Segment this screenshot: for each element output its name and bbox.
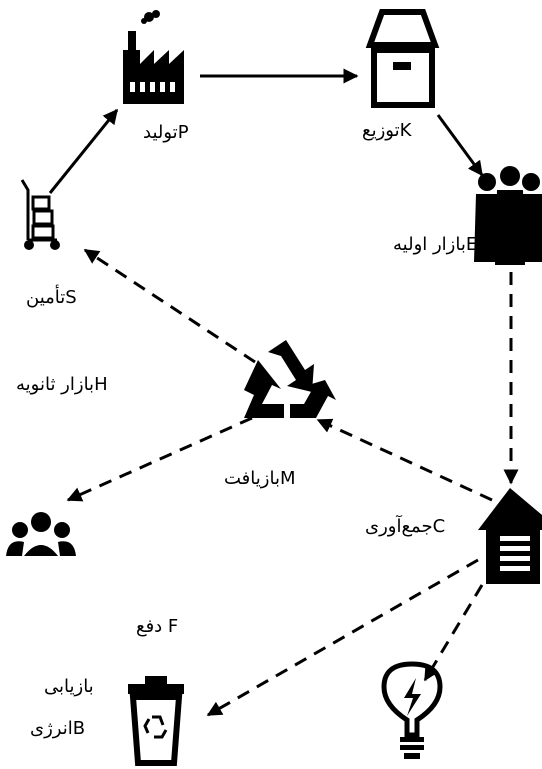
arrow-recycling-to-supply — [83, 248, 256, 364]
people-crowd-icon — [474, 166, 542, 265]
arrow-supply-to-production — [48, 108, 119, 194]
label-recycling: بازیافتM — [224, 468, 296, 489]
arrow-distribution-to-market — [436, 114, 484, 177]
box-icon — [365, 9, 440, 108]
hand-truck-icon — [20, 179, 60, 250]
arrow-collection-to-recycling — [316, 418, 493, 502]
label-collection: جمع‌آوریC — [365, 516, 446, 537]
label-disposal: دفع F — [136, 616, 179, 637]
trash-bin-icon — [128, 676, 184, 766]
factory-icon — [123, 10, 184, 104]
group-icon — [6, 512, 76, 556]
label-secondary-market: بازار ثانویهH — [16, 374, 108, 395]
label-energy-recovery-line2: انرژیB — [30, 718, 86, 739]
arrow-collection-to-disposal — [206, 558, 479, 717]
warehouse-icon — [478, 488, 542, 584]
arrow-collection-to-energy — [423, 584, 484, 682]
recycle-icon — [244, 340, 336, 418]
label-energy-recovery-line1: بازیابی — [44, 676, 94, 697]
label-supply: تأمینS — [26, 287, 77, 308]
label-distribution: توزیعK — [362, 120, 412, 141]
arrow-recycling-to-secondary-market — [66, 416, 253, 502]
label-production: تولیدP — [143, 122, 189, 143]
label-primary-market: بازار اولیهE — [393, 234, 478, 255]
lightbulb-icon — [381, 661, 443, 759]
